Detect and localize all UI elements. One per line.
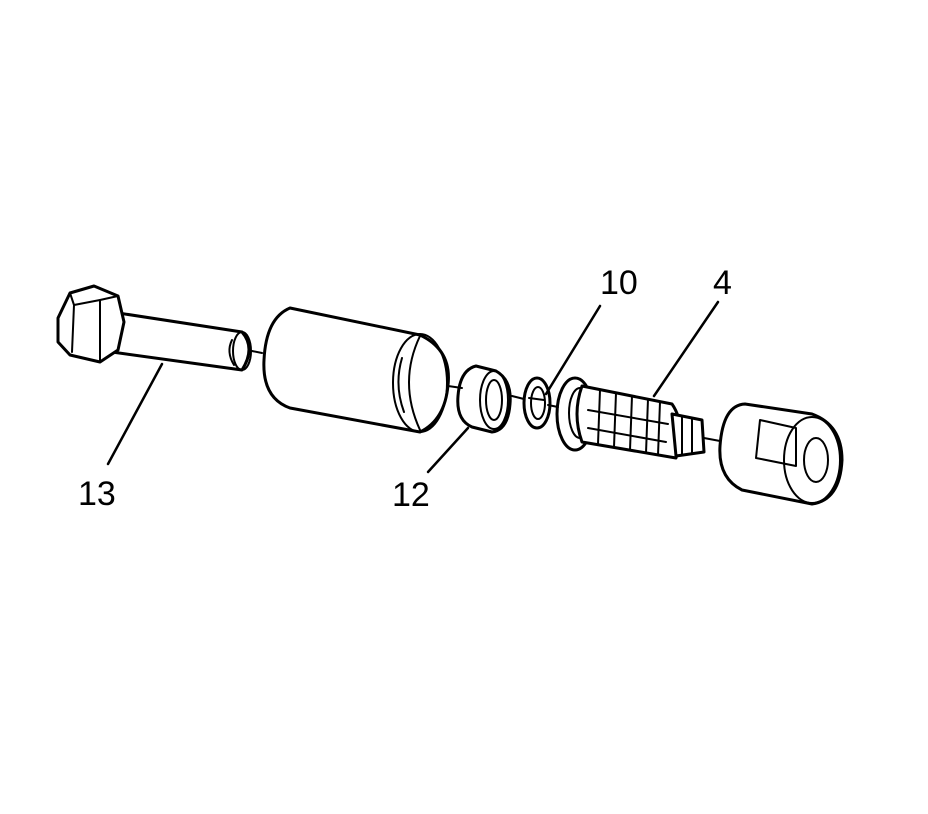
lock-cylinder <box>555 376 706 460</box>
callout-12: 12 <box>392 476 430 514</box>
leader-4 <box>652 300 720 398</box>
sleeve <box>262 306 450 434</box>
leader-13 <box>106 362 164 466</box>
bolt <box>56 284 252 372</box>
center-axis <box>251 350 721 442</box>
leader-12 <box>426 426 470 474</box>
snap-ring <box>522 376 552 430</box>
leader-lines <box>106 300 720 474</box>
callout-10: 10 <box>600 264 638 302</box>
bearing <box>456 364 512 434</box>
leader-10 <box>544 304 602 396</box>
callout-13: 13 <box>78 475 116 513</box>
end-cap <box>718 402 844 506</box>
callout-4: 4 <box>713 264 732 302</box>
